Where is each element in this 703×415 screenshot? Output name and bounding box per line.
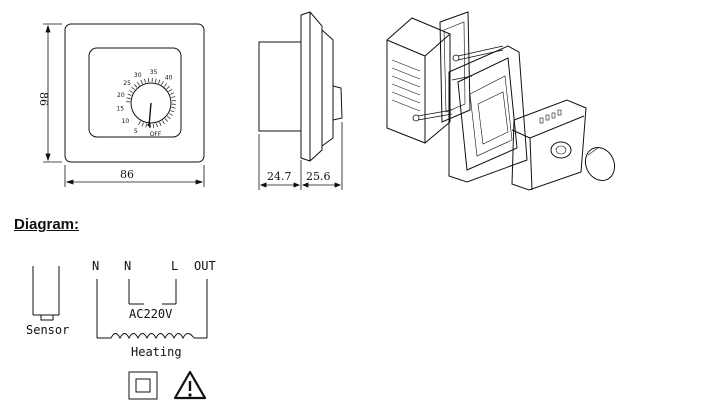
side-back-box <box>258 41 302 132</box>
front-view <box>43 23 205 187</box>
dial-scale-label: 15 <box>116 105 124 112</box>
mounting-plate <box>439 11 471 123</box>
dial-scale-label: 40 <box>165 75 173 82</box>
dial-tick <box>167 115 171 120</box>
dial-scale-label: 20 <box>117 92 125 99</box>
dial-tick <box>129 90 133 93</box>
dial-tick <box>163 83 168 87</box>
sensor-label: Sensor <box>26 323 69 337</box>
side-view <box>258 11 343 190</box>
control-knob <box>584 146 616 182</box>
warning-triangle-icon <box>173 370 207 400</box>
dial-tick <box>169 113 173 116</box>
dial-tick <box>170 110 175 113</box>
side-knob <box>332 85 343 121</box>
wiring-diagram <box>32 266 208 340</box>
front-height-label: 86 <box>37 92 50 106</box>
dial-tick <box>162 120 165 125</box>
side-frame <box>300 11 323 162</box>
heating-coil <box>110 333 195 340</box>
terminal-label-n1: N <box>92 259 99 273</box>
dial-tick <box>127 93 132 96</box>
dial-tick <box>161 81 164 85</box>
dial-tick <box>137 81 140 86</box>
front-width-label: 86 <box>120 168 134 181</box>
side-depth-front-label: 25.6 <box>306 170 331 183</box>
supply-label: AC220V <box>129 307 172 321</box>
dial-scale-label: OFF <box>150 131 162 138</box>
dial-tick <box>144 78 146 83</box>
terminal-label-n2: N <box>124 259 131 273</box>
side-dimension-lines <box>258 122 343 190</box>
dial-tick <box>155 78 157 83</box>
terminal-label-l: L <box>171 259 178 273</box>
dial-tick <box>145 123 147 128</box>
section-title: Diagram: <box>14 216 80 233</box>
dial-scale-label: 30 <box>134 72 142 79</box>
front-outer-frame <box>64 23 205 163</box>
dial-scale-label: 10 <box>122 118 130 125</box>
sensor-symbol <box>32 266 60 321</box>
dial-tick <box>171 96 176 98</box>
control-module <box>511 99 587 191</box>
dial-tick <box>140 80 143 84</box>
dial-tick <box>170 92 174 95</box>
dial-scale-label: 25 <box>123 80 131 87</box>
dial-tick <box>126 97 131 99</box>
side-front-plate <box>321 29 334 147</box>
double-square-icon <box>128 371 158 400</box>
heating-label: Heating <box>131 345 182 359</box>
dial-tick <box>138 121 141 125</box>
mounting-screws <box>412 45 504 122</box>
dial-tick <box>168 89 173 92</box>
dial-tick <box>171 107 176 109</box>
temperature-dial <box>126 78 176 128</box>
terminal-leads <box>96 279 208 339</box>
front-dimension-lines <box>43 23 205 187</box>
dial-tick <box>131 86 135 91</box>
terminal-label-out: OUT <box>194 259 216 273</box>
front-inner-plate <box>88 47 182 138</box>
back-housing <box>386 17 451 144</box>
dial-tick <box>164 118 168 122</box>
front-frame <box>448 45 528 183</box>
dial-scale-label: 35 <box>150 69 158 76</box>
dial-tick <box>134 84 138 88</box>
dial-tick <box>141 122 144 127</box>
side-depth-back-label: 24.7 <box>267 170 292 183</box>
dial-tick <box>166 86 170 90</box>
exploded-view <box>386 11 616 191</box>
dial-tick <box>158 79 161 84</box>
dial-tick <box>156 123 158 128</box>
dial-tick <box>159 122 162 126</box>
dial-scale-label: 5 <box>134 128 138 135</box>
